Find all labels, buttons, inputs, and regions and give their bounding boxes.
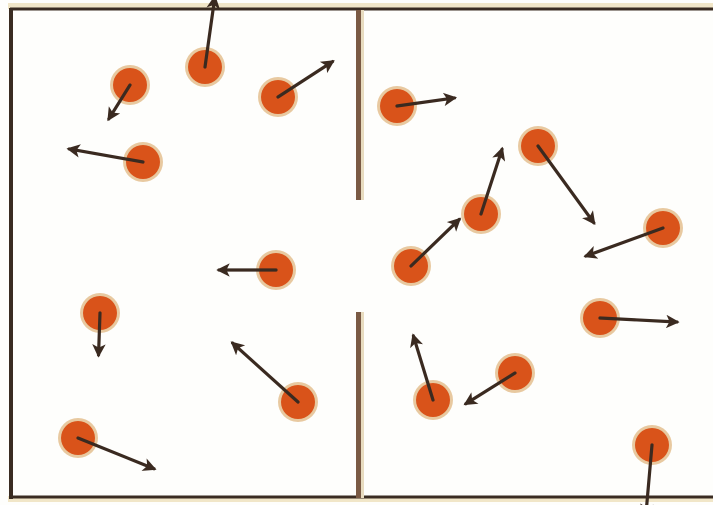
velocity-arrow	[99, 313, 100, 355]
